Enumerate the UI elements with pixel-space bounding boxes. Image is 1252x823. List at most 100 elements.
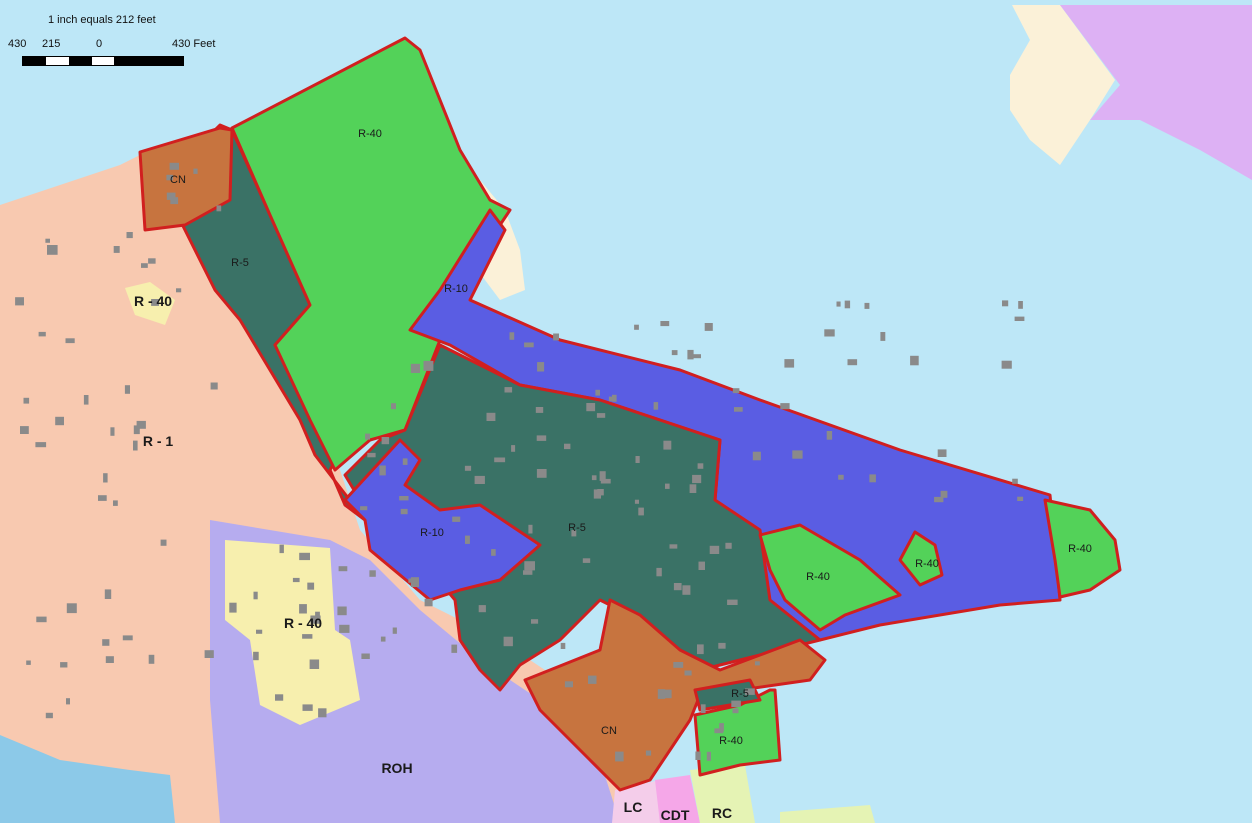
building [599,471,606,481]
building [553,333,559,341]
building [910,355,919,366]
label-r5-small: R-5 [731,688,749,700]
building [536,435,547,441]
building [338,566,348,572]
building [65,338,75,344]
building [474,475,485,484]
building [148,654,155,664]
building [169,162,179,170]
building [1014,316,1025,321]
zone-r5-small[interactable] [693,678,762,712]
label-cn-north: CN [170,174,186,186]
building [732,708,739,714]
building [595,389,600,396]
building [170,197,179,205]
building [47,245,58,255]
zone-r40-lower-residential-area [225,540,360,725]
building [210,382,218,390]
building-footprints [15,162,1025,762]
building [706,751,711,761]
building [367,452,376,458]
label-roh: ROH [381,760,412,776]
building [537,362,545,372]
zone-r5-central[interactable] [343,343,822,692]
building [151,299,159,306]
building [402,458,408,465]
building [504,387,513,393]
scale-tick-430-left: 430 [8,38,27,50]
building [424,598,433,607]
building [600,478,611,484]
building [83,395,89,405]
zone-cn-north[interactable] [138,126,234,232]
zone-r10-south[interactable] [343,438,542,602]
building [102,639,110,646]
building [166,174,173,181]
building [732,388,740,394]
building [400,508,408,515]
zone-r40-east-b[interactable] [898,530,944,587]
building [299,604,307,614]
building [880,332,886,341]
building [275,694,284,701]
scale-tick-215: 215 [42,38,61,50]
building [745,688,755,695]
building [792,450,803,459]
building [133,440,138,451]
building [379,465,386,476]
building [503,636,513,647]
building [318,708,327,718]
building [718,642,726,649]
building [531,619,539,624]
zone-r40-east-a[interactable] [758,523,902,632]
zone-cdt-area [655,775,700,823]
building [934,496,944,503]
building [110,427,115,436]
building [560,642,566,649]
scale-tick-0: 0 [96,38,103,50]
building [695,751,701,760]
scale-bar [22,56,184,66]
building [1017,496,1024,501]
building [204,650,214,658]
building [727,599,738,605]
label-r40-east-a: R-40 [806,571,830,583]
building [524,342,534,348]
building [410,363,420,373]
building [588,675,597,684]
building [940,490,948,498]
building [511,445,516,452]
building [369,570,376,577]
building [464,465,472,471]
building [824,329,835,337]
building [731,700,741,708]
building [663,440,672,450]
building [23,397,30,404]
building [160,539,167,546]
building [535,407,544,413]
building [536,469,547,478]
building [478,605,486,613]
scale-title: 1 inch equals 212 feet [48,14,156,26]
building [380,636,386,642]
building [361,653,370,659]
zone-r40-east-c[interactable] [1043,498,1122,599]
label-r5-west: R-5 [231,257,249,269]
building [682,585,691,595]
building [826,431,833,440]
building [784,359,795,368]
building [60,662,68,668]
building [105,656,114,663]
label-r5-central: R-5 [568,522,586,534]
building [126,232,133,239]
zone-cn-south[interactable] [523,598,827,792]
building [564,681,573,688]
building [635,456,640,463]
building [36,616,47,623]
building [451,644,458,653]
building [176,288,182,293]
building [752,451,761,461]
building [122,635,133,641]
building [20,426,29,434]
